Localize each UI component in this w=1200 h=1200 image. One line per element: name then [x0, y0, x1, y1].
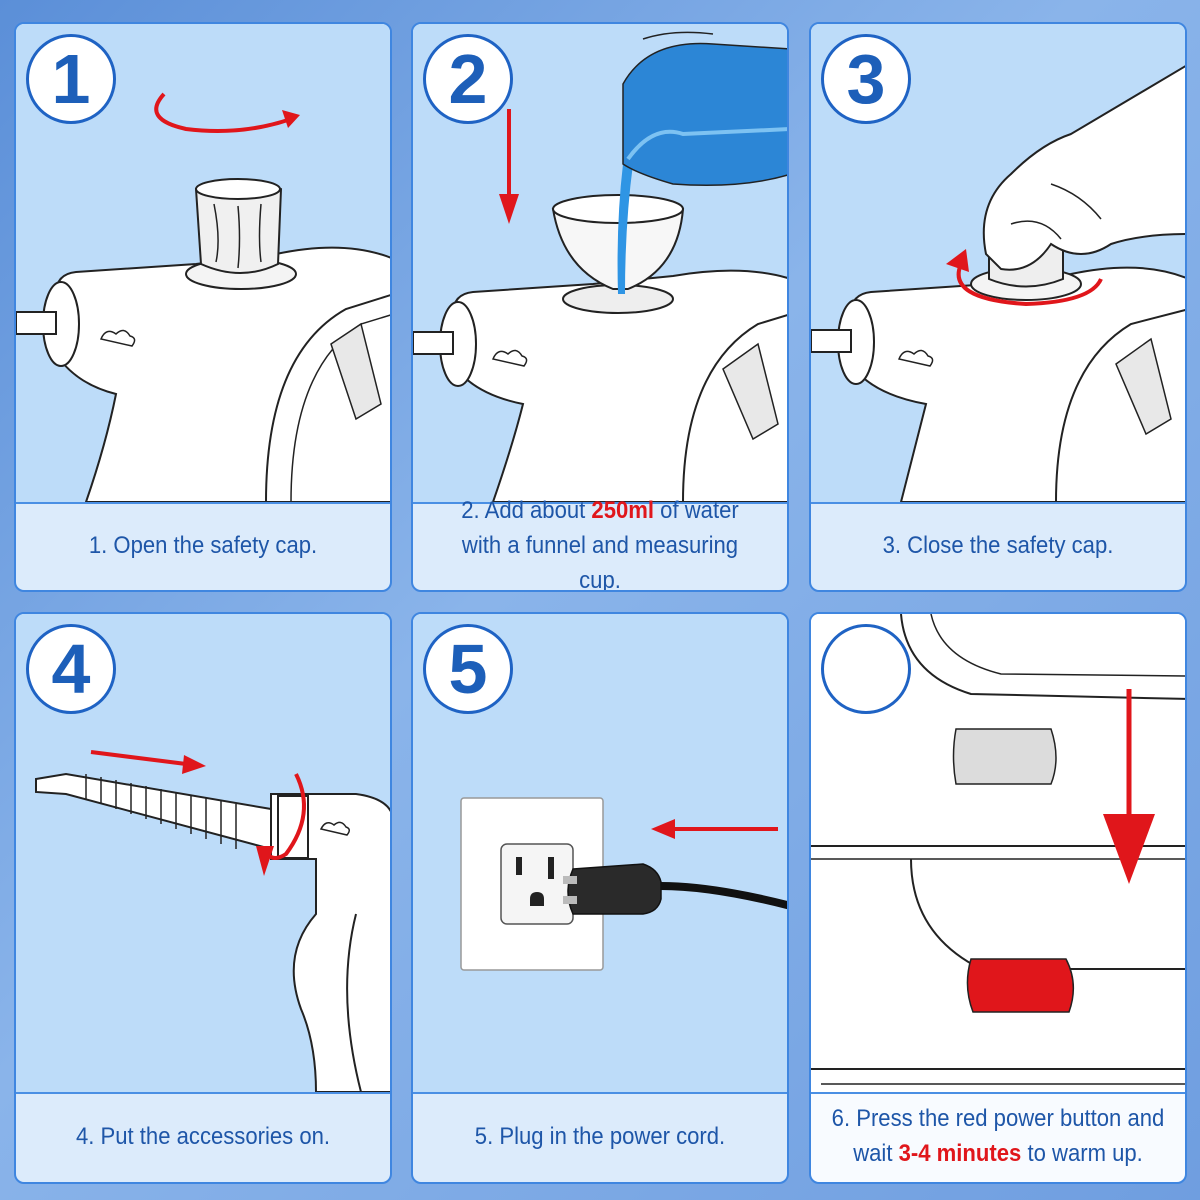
step-number: 2 [448, 40, 488, 118]
power-button-drawing [811, 614, 1185, 1085]
step-caption: 6. Press the red power button and wait 3… [826, 1090, 1170, 1182]
caption-text: 5. Plug in the power cord. [474, 1122, 726, 1150]
step-panel-6: 6. Press the red power button and wait 3… [809, 612, 1187, 1184]
step-number-badge [821, 624, 911, 714]
step-caption: 4. Put the accessories on. [31, 1090, 375, 1182]
step-number-badge: 1 [26, 34, 116, 124]
step-caption: 1. Open the safety cap. [31, 500, 375, 590]
step-panel-1: 1 1. Open the safety cap. [14, 22, 392, 592]
caption-highlight: 250ml [591, 496, 655, 524]
plug-in-outlet-drawing [460, 797, 787, 971]
caption-text: 3. Close the safety cap. [882, 531, 1114, 559]
step-1-illustration [16, 24, 390, 504]
step-number-badge: 5 [423, 624, 513, 714]
step-caption: 2. Add about 250ml of water with a funne… [428, 496, 772, 592]
step-caption: 5. Plug in the power cord. [428, 1090, 772, 1182]
step-number: 1 [51, 40, 91, 118]
step-number-badge: 4 [26, 624, 116, 714]
step-number-badge: 2 [423, 34, 513, 124]
caption-highlight: 3-4 minutes [898, 1140, 1022, 1167]
step-panel-4: 4 4. Put the accessories on. [14, 612, 392, 1184]
caption-text: 6. Press the red power button and wait [831, 1105, 1165, 1167]
step-number: 3 [846, 40, 886, 118]
steamer-close-cap-drawing [811, 65, 1185, 502]
step-panel-3: 3 3. Close the safety cap. [809, 22, 1187, 592]
caption-text-end: of water with a funnel and measuring cup… [461, 496, 739, 592]
steamer-accessory-drawing [35, 750, 390, 1092]
caption-text-end: to warm up. [1021, 1140, 1143, 1167]
step-panel-5: 5 5. Plug in the power cord. [411, 612, 789, 1184]
steamer-open-cap-drawing [16, 92, 390, 502]
step-caption: 3. Close the safety cap. [826, 500, 1170, 590]
caption-text: 2. Add about [461, 496, 592, 524]
step-panel-2: 2 2. Add about 250ml of water with a fun… [411, 22, 789, 592]
caption-text: 1. Open the safety cap. [88, 531, 318, 559]
steamer-fill-water-drawing [413, 31, 787, 502]
step-number-badge: 3 [821, 34, 911, 124]
step-5-illustration [413, 614, 787, 1094]
step-number: 5 [448, 630, 488, 708]
caption-text: 4. Put the accessories on. [75, 1122, 331, 1150]
step-number: 4 [51, 630, 91, 708]
